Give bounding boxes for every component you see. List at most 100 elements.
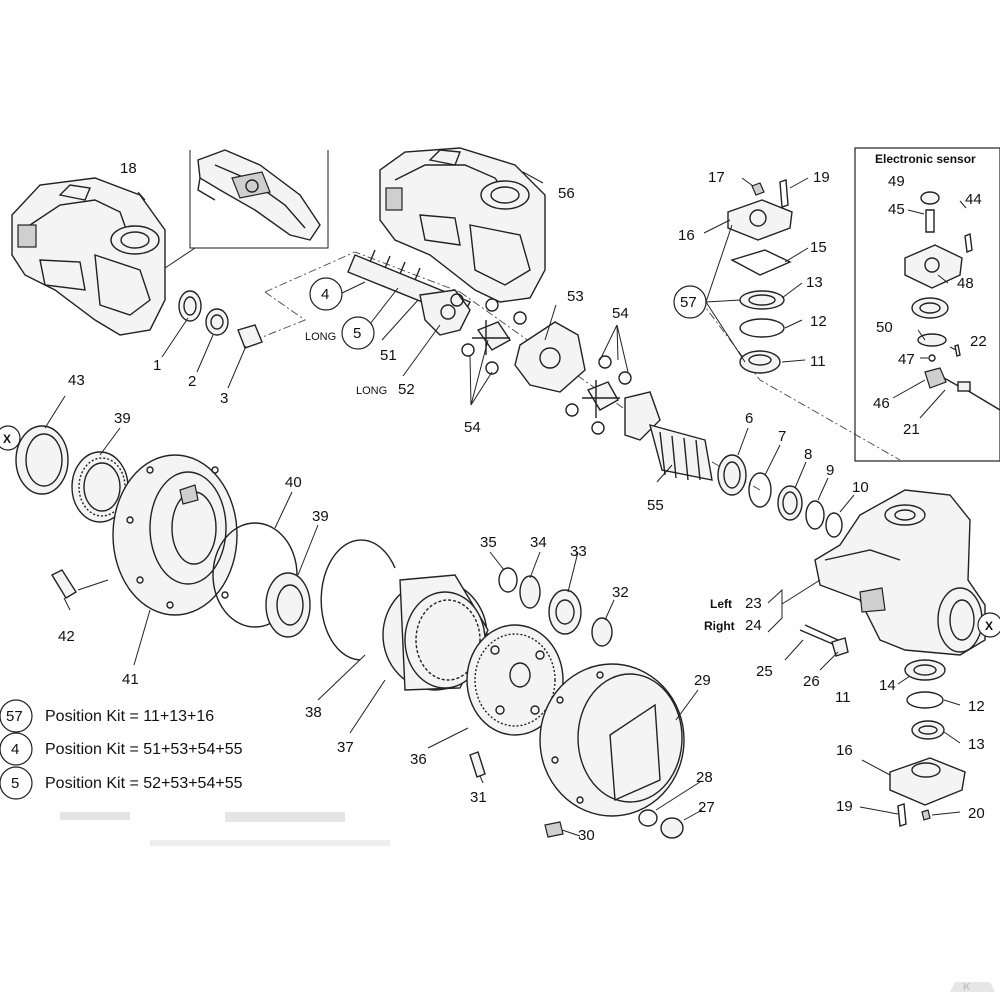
legend-row-57: 57 Position Kit = 11+13+16 xyxy=(0,699,214,733)
universal-joint-group xyxy=(450,293,713,481)
kit-legend: 57 Position Kit = 11+13+16 4 Position Ki… xyxy=(0,699,243,800)
callout-18: 18 xyxy=(120,160,137,177)
callout-19-top: 19 xyxy=(813,169,830,186)
callout-27: 27 xyxy=(698,799,715,816)
callout-circle-x-right xyxy=(977,612,1000,638)
callout-25: 25 xyxy=(756,663,773,680)
callout-20: 20 xyxy=(968,805,985,822)
x-mark-left: X xyxy=(3,432,11,446)
callout-29: 29 xyxy=(694,672,711,689)
callout-43: 43 xyxy=(68,372,85,389)
sensor-box-title: Electronic sensor xyxy=(875,152,976,166)
callout-8: 8 xyxy=(804,446,812,463)
callout-12-top: 12 xyxy=(810,313,827,330)
callout-50: 50 xyxy=(876,319,893,336)
callout-52: 52 xyxy=(398,381,415,398)
callout-47: 47 xyxy=(898,351,915,368)
callout-51: 51 xyxy=(380,347,397,364)
callout-13-bottom: 13 xyxy=(968,736,985,753)
right-label: Right xyxy=(704,619,735,633)
callout-49: 49 xyxy=(888,173,905,190)
planetary-group xyxy=(320,539,685,839)
callout-10: 10 xyxy=(852,479,869,496)
callout-33: 33 xyxy=(570,543,587,560)
callout-9: 9 xyxy=(826,462,834,479)
x-mark-right: X xyxy=(985,619,993,633)
callout-45: 45 xyxy=(888,201,905,218)
callout-46: 46 xyxy=(873,395,890,412)
callout-circle-5 xyxy=(341,316,375,350)
callout-41: 41 xyxy=(122,671,139,688)
legend-text-4: Position Kit = 51+53+54+55 xyxy=(45,741,243,758)
leader-lines xyxy=(44,171,967,837)
callout-28: 28 xyxy=(696,769,713,786)
callout-42: 42 xyxy=(58,628,75,645)
callout-labels: 18 1 2 3 4 5 LONG 51 LONG 52 54 53 56 54… xyxy=(0,160,1000,844)
legend-kit-4: 4 xyxy=(11,741,19,758)
callout-circle-x-left xyxy=(0,425,21,451)
callout-16-bottom: 16 xyxy=(836,742,853,759)
callout-54-right: 54 xyxy=(612,305,629,322)
callout-11-bottom: 11 xyxy=(835,689,851,706)
callout-21: 21 xyxy=(903,421,920,438)
seal-rings-6-10 xyxy=(717,454,843,538)
long-label-52: LONG xyxy=(356,385,387,397)
legend-row-5: 5 Position Kit = 52+53+54+55 xyxy=(0,766,243,800)
legend-text-57: Position Kit = 11+13+16 xyxy=(45,708,214,725)
legend-kit-5: 5 xyxy=(11,775,19,792)
callout-39-top: 39 xyxy=(114,410,131,427)
faded-caption-strip xyxy=(60,812,390,846)
callout-3: 3 xyxy=(220,390,228,407)
callout-26: 26 xyxy=(803,673,820,690)
watermark-letter: K xyxy=(963,982,971,993)
callout-56: 56 xyxy=(558,185,575,202)
callout-55: 55 xyxy=(647,497,664,514)
callout-22: 22 xyxy=(970,333,987,350)
callout-40: 40 xyxy=(285,474,302,491)
callout-7: 7 xyxy=(778,428,786,445)
callout-34: 34 xyxy=(530,534,547,551)
legend-text-5: Position Kit = 52+53+54+55 xyxy=(45,775,243,792)
callout-44: 44 xyxy=(965,191,982,208)
long-label-5: LONG xyxy=(305,331,336,343)
callout-37: 37 xyxy=(337,739,354,756)
callout-32: 32 xyxy=(612,584,629,601)
callout-12-bottom: 12 xyxy=(968,698,985,715)
legend-row-4: 4 Position Kit = 51+53+54+55 xyxy=(0,732,243,766)
axle-housing-center xyxy=(379,147,546,303)
callout-31: 31 xyxy=(470,789,487,806)
callout-6: 6 xyxy=(745,410,753,427)
callout-30: 30 xyxy=(578,827,595,844)
electronic-sensor-box: Electronic sensor xyxy=(854,147,1000,462)
callout-39-bottom: 39 xyxy=(312,508,329,525)
callout-23: 23 xyxy=(745,595,762,612)
callout-5: 5 xyxy=(353,325,361,342)
brand-watermark: K xyxy=(950,982,995,993)
callout-36: 36 xyxy=(410,751,427,768)
callout-11-top: 11 xyxy=(810,353,826,370)
callout-circle-57 xyxy=(673,285,707,319)
axle-frame-inset xyxy=(164,149,329,269)
legend-kit-57: 57 xyxy=(6,708,23,725)
callout-circle-4 xyxy=(309,277,343,311)
pivot-assembly-lower xyxy=(799,624,966,827)
callout-1: 1 xyxy=(153,357,161,374)
callout-17: 17 xyxy=(708,169,725,186)
wheel-hub-group xyxy=(15,425,311,638)
callout-16-top: 16 xyxy=(678,227,695,244)
callout-2: 2 xyxy=(188,373,196,390)
callout-24: 24 xyxy=(745,617,762,634)
callout-54-left: 54 xyxy=(464,419,481,436)
callout-38: 38 xyxy=(305,704,322,721)
callout-48: 48 xyxy=(957,275,974,292)
callout-13-top: 13 xyxy=(806,274,823,291)
callout-15: 15 xyxy=(810,239,827,256)
shaft-bearings-group xyxy=(178,249,471,349)
callout-53: 53 xyxy=(567,288,584,305)
callout-14: 14 xyxy=(879,677,896,694)
left-label: Left xyxy=(710,597,732,611)
callout-19-bottom: 19 xyxy=(836,798,853,815)
callout-57: 57 xyxy=(680,294,697,311)
axle-housing-left xyxy=(11,177,166,336)
